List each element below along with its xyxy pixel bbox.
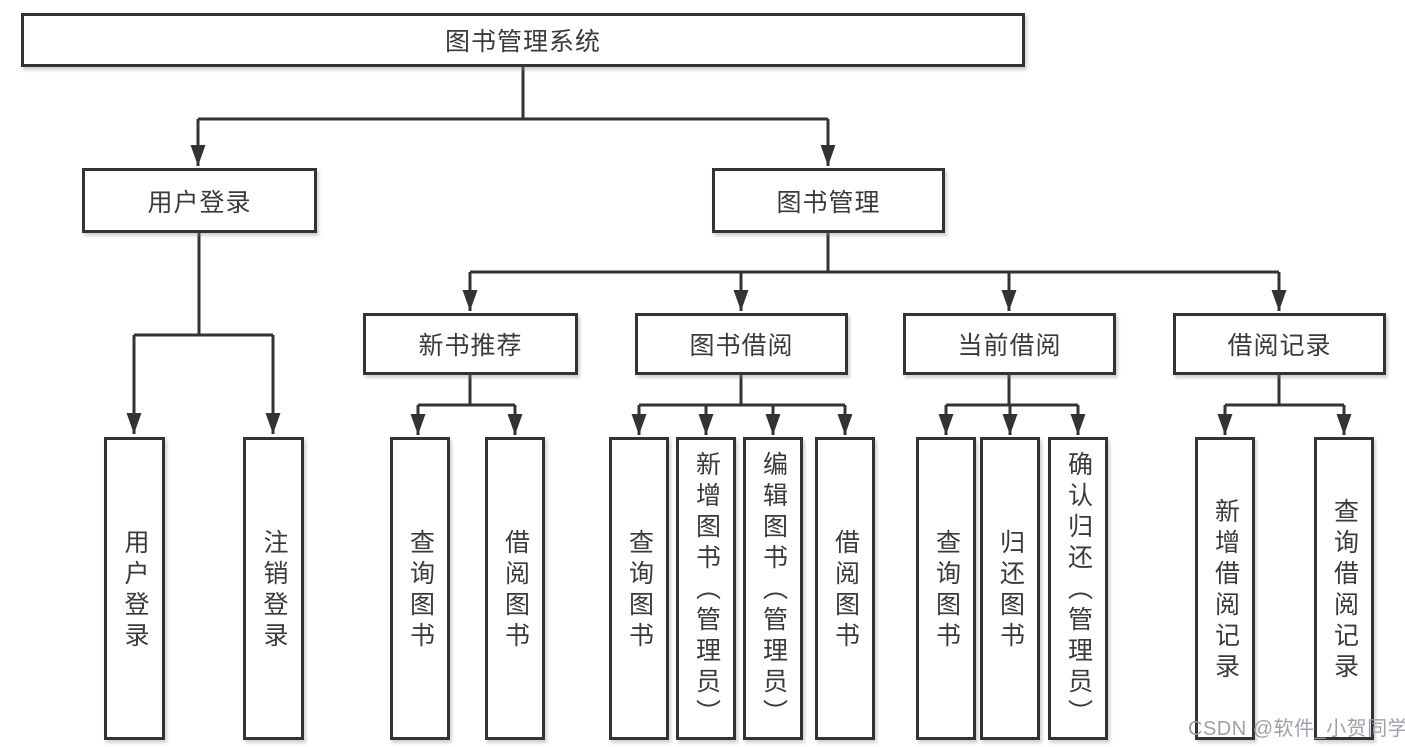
connector-new-book-split — [410, 375, 523, 435]
leaf-borrow-book-recommend: 借阅图书 — [485, 437, 545, 740]
connector-borrow-record-split — [1217, 375, 1352, 435]
connector-book-borrow-split — [631, 375, 853, 435]
connector-user-login-split — [126, 233, 281, 434]
connector-book-management-split — [462, 233, 1287, 311]
leaf-add-book-admin: 新增图书（管理员） — [676, 437, 736, 740]
leaf-query-book-current: 查询图书 — [916, 437, 976, 740]
leaf-add-borrow-record: 新增借阅记录 — [1195, 437, 1255, 740]
connector-root-split — [190, 67, 836, 166]
leaf-query-book-recommend: 查询图书 — [390, 437, 450, 740]
leaf-query-borrow-record: 查询借阅记录 — [1314, 437, 1374, 740]
leaf-edit-book-admin: 编辑图书（管理员） — [743, 437, 803, 740]
leaf-confirm-return-admin: 确认归还（管理员） — [1048, 437, 1108, 740]
node-book-borrow: 图书借阅 — [635, 313, 848, 375]
leaf-logout: 注销登录 — [243, 437, 304, 740]
leaf-return-book: 归还图书 — [980, 437, 1040, 740]
node-new-book-recommend: 新书推荐 — [363, 313, 578, 375]
node-borrow-record: 借阅记录 — [1173, 313, 1386, 375]
leaf-user-login: 用户登录 — [104, 437, 165, 740]
leaf-borrow-book: 借阅图书 — [815, 437, 875, 740]
node-user-login: 用户登录 — [82, 168, 317, 233]
connector-current-borrow-split — [938, 375, 1086, 435]
leaf-query-book-borrow: 查询图书 — [609, 437, 669, 740]
node-book-management: 图书管理 — [712, 168, 945, 233]
csdn-watermark: CSDN @软件_小贺同学 — [1188, 718, 1405, 740]
node-current-borrow: 当前借阅 — [903, 313, 1116, 375]
node-root: 图书管理系统 — [21, 13, 1025, 67]
